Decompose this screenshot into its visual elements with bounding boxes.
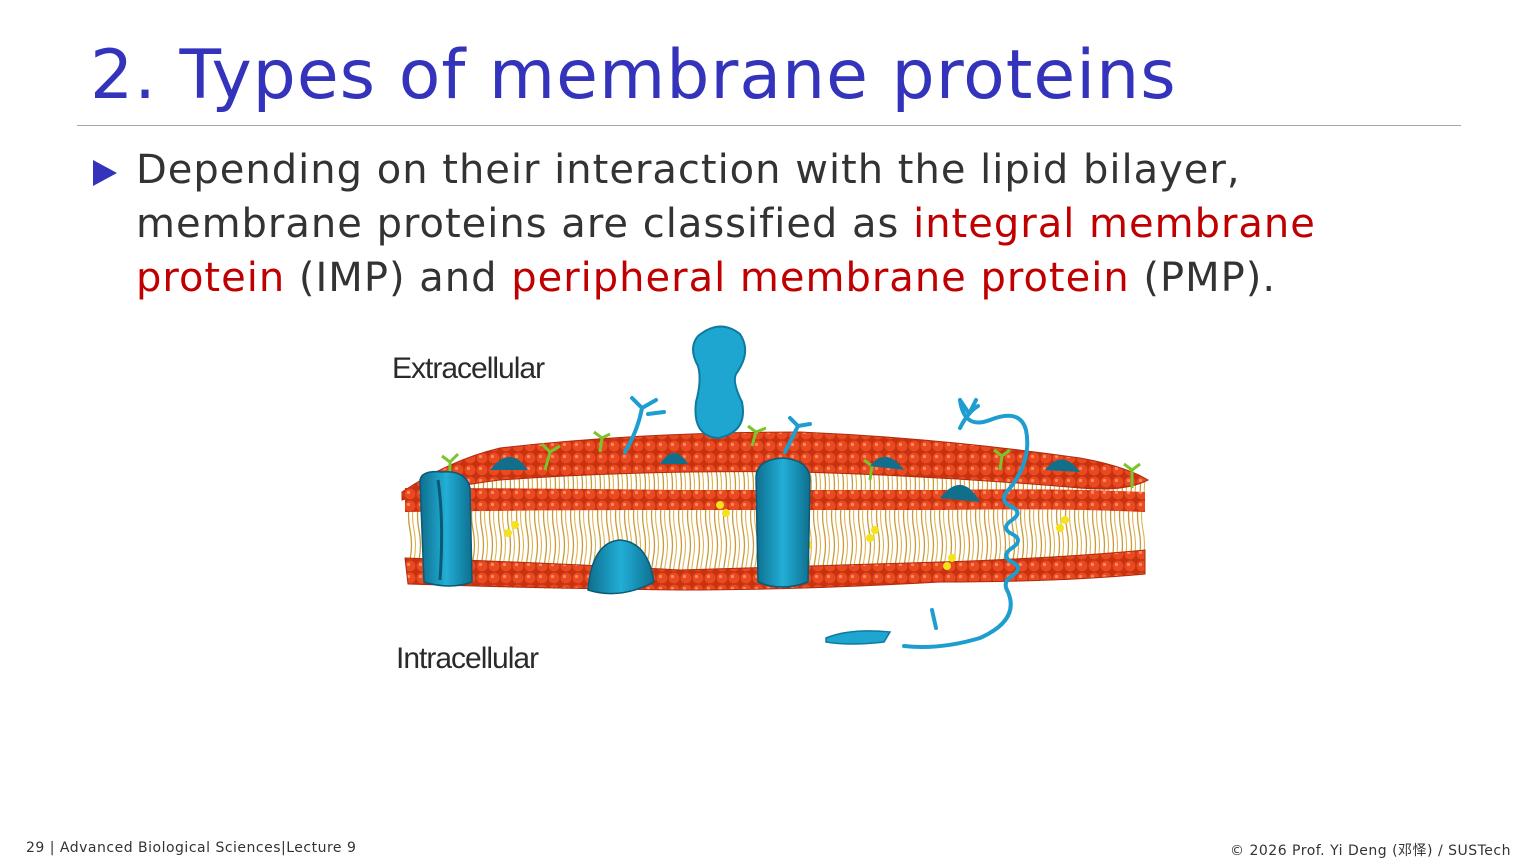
transmembrane-protein bbox=[755, 457, 811, 588]
title-divider bbox=[77, 125, 1461, 126]
peptide-fragment bbox=[930, 608, 938, 630]
slide-title: 2. Types of membrane proteins bbox=[90, 36, 1177, 115]
bullet-marker-icon bbox=[93, 160, 117, 186]
term-integral-membrane-protein: integral membrane protein bbox=[136, 201, 1316, 301]
label-extracellular: Extracellular bbox=[392, 352, 545, 385]
footer-left: 29 | Advanced Biological Sciences|Lectur… bbox=[26, 840, 357, 856]
helical-transmembrane-protein bbox=[902, 398, 1030, 649]
peripheral-proteins bbox=[490, 453, 1080, 502]
extracellular-protein bbox=[692, 325, 747, 440]
membrane-illustration: Extracellular Intracellular bbox=[392, 325, 1150, 675]
peripheral-fragment bbox=[825, 630, 892, 645]
bullet-text-part2: (IMP) and bbox=[285, 255, 512, 301]
glycolipid-chains bbox=[441, 424, 1141, 488]
bullet-text: Depending on their interaction with the … bbox=[136, 143, 1466, 305]
bullet-text-part1: Depending on their interaction with the … bbox=[136, 147, 1241, 247]
peripheral-protein-bottom bbox=[587, 539, 655, 595]
term-peripheral-membrane-protein: peripheral membrane protein bbox=[511, 255, 1130, 301]
glycoprotein-chains bbox=[623, 396, 980, 454]
footer-right: © 2026 Prof. Yi Deng (邓怿) / SUSTech bbox=[1230, 843, 1511, 859]
label-intracellular: Intracellular bbox=[396, 642, 539, 675]
membrane-figure: Extracellular Intracellular bbox=[380, 320, 1170, 680]
bullet-text-part3: (PMP). bbox=[1129, 255, 1277, 301]
integral-channel-protein bbox=[419, 470, 473, 587]
